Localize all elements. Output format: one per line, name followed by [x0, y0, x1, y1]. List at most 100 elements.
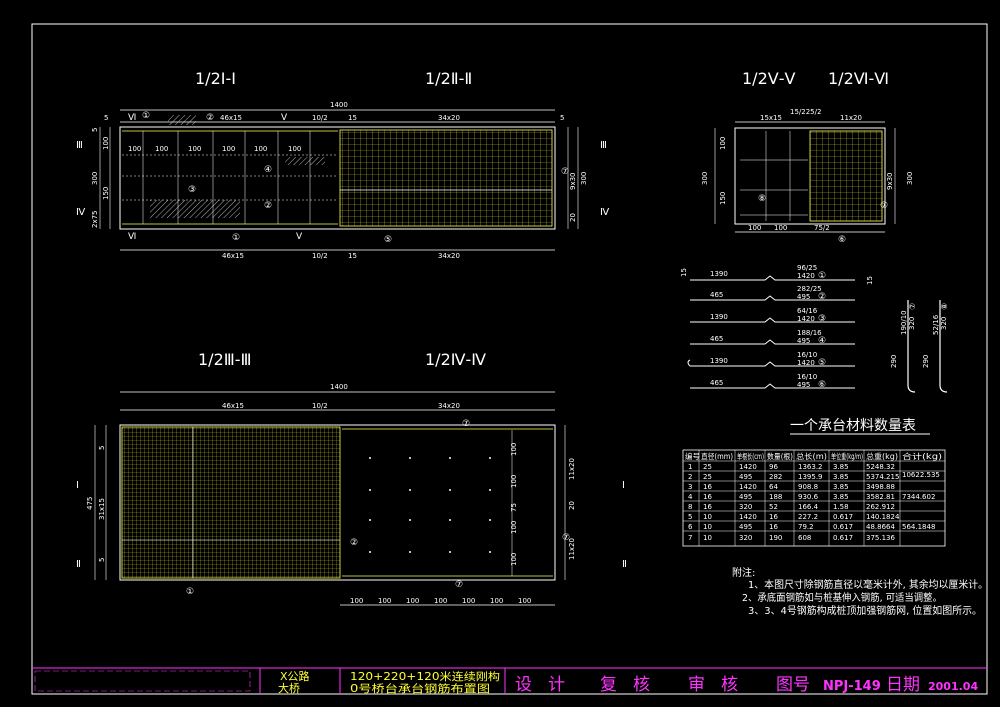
- svg-text:1363.2: 1363.2: [798, 463, 823, 471]
- bar-row-6: 465 16/10 495 ⑥: [690, 373, 855, 390]
- svg-text:52: 52: [769, 503, 778, 511]
- tb-date: 2001.04: [928, 680, 978, 693]
- dim-100-c: 100: [188, 145, 201, 153]
- svg-text:1420: 1420: [739, 483, 757, 491]
- svg-text:1420: 1420: [739, 513, 757, 521]
- dim-100-d: 100: [222, 145, 235, 153]
- svg-text:0.617: 0.617: [833, 534, 853, 542]
- svg-text:140.1824: 140.1824: [866, 513, 900, 521]
- tb-drawing-no: NPJ-149: [823, 679, 881, 694]
- svg-text:10: 10: [703, 513, 712, 521]
- callout-1-b: ①: [186, 587, 194, 597]
- th-3: 数量(根): [767, 451, 793, 461]
- callout-1-bot: ①: [232, 233, 240, 243]
- svg-text:375.136: 375.136: [866, 534, 895, 542]
- svg-text:16/10: 16/10: [797, 373, 817, 381]
- section-title-2: 1/2Ⅱ-Ⅱ: [425, 69, 472, 88]
- dim-20-r: 20: [568, 501, 576, 510]
- dim-31x15: 31x15: [98, 498, 106, 520]
- svg-text:227.2: 227.2: [798, 513, 818, 521]
- svg-text:495: 495: [739, 473, 752, 481]
- mark-V-top: Ⅴ: [281, 113, 288, 123]
- svg-text:5248.32: 5248.32: [866, 463, 895, 471]
- svg-text:3582.81: 3582.81: [866, 493, 895, 501]
- svg-text:3.85: 3.85: [833, 483, 849, 491]
- svg-text:3.85: 3.85: [833, 493, 849, 501]
- dim-34x20-top: 34x20: [438, 114, 460, 122]
- dim-9x30-vr: 9x30: [886, 172, 894, 190]
- dim-300-right: 300: [580, 172, 588, 185]
- th-1: 直径(mm): [701, 451, 733, 461]
- note-1: 1、本图尺寸除钢筋直径以毫米计外, 其余均以厘米计。: [748, 578, 988, 591]
- dim-100-vr: 100: [719, 137, 727, 150]
- dim-34x20-bot: 34x20: [438, 252, 460, 260]
- dim-100-b: 100: [155, 145, 168, 153]
- dim-300-vr-r: 300: [906, 172, 914, 185]
- dim-15-bot: 15: [348, 252, 357, 260]
- table-title: 一个承台材料数量表: [790, 418, 916, 434]
- dim-100-bb1: 100: [350, 597, 363, 605]
- svg-text:1395.9: 1395.9: [798, 473, 823, 481]
- th-5: 单位重(kg/m): [831, 451, 863, 461]
- mark-III-l: Ⅲ: [76, 140, 83, 151]
- tb-road: X公路: [280, 670, 310, 683]
- svg-text:1390: 1390: [710, 313, 728, 321]
- tb-drawing-no-label: 图号: [776, 675, 810, 695]
- tb-line2: 0号桥台承台钢筋布置图: [350, 682, 490, 695]
- svg-text:25: 25: [703, 463, 712, 471]
- dim-34x20-b: 34x20: [438, 402, 460, 410]
- svg-text:⑦: ⑦: [908, 303, 917, 310]
- top-right-view: 1/2Ⅴ-Ⅴ 1/2Ⅵ-Ⅵ 15x15 15/225/2 11x20 100 1…: [701, 69, 914, 245]
- svg-text:188: 188: [769, 493, 782, 501]
- total-1: 10622.535: [902, 471, 940, 479]
- svg-text:52/16: 52/16: [932, 314, 940, 335]
- dim-100-b1: 100: [510, 443, 518, 456]
- callout-6: ⑥: [838, 235, 846, 245]
- svg-text:282/25: 282/25: [797, 285, 822, 293]
- dim-75-2: 75/2: [814, 224, 830, 232]
- tb-recheck: 复核: [600, 675, 650, 695]
- svg-text:16: 16: [703, 483, 712, 491]
- mark-I-r: Ⅰ: [622, 480, 625, 491]
- drawing-border: [31, 23, 988, 695]
- dim-100-bb7: 100: [518, 597, 531, 605]
- bar-row-1: 15 1390 96/25 1420 ① 15: [680, 264, 874, 285]
- bar-row-2: 465 282/25 495 ②: [690, 285, 855, 302]
- section-title-4: 1/2Ⅳ-Ⅳ: [425, 350, 486, 369]
- svg-text:320: 320: [739, 503, 752, 511]
- svg-text:3: 3: [688, 483, 692, 491]
- dim-15-225-2: 15/225/2: [790, 108, 821, 116]
- svg-text:495: 495: [797, 337, 810, 345]
- svg-text:⑤: ⑤: [818, 358, 826, 368]
- tb-bridge: 大桥: [278, 681, 300, 695]
- svg-text:5374.215: 5374.215: [866, 473, 899, 481]
- svg-text:930.6: 930.6: [798, 493, 819, 501]
- svg-text:1: 1: [688, 463, 692, 471]
- callout-3: ③: [188, 185, 196, 195]
- tb-review: 审核: [688, 675, 738, 695]
- pile-points: [369, 457, 491, 553]
- svg-text:16: 16: [703, 503, 712, 511]
- section-title-3: 1/2Ⅲ-Ⅲ: [198, 350, 252, 369]
- callout-7-b-top: ⑦: [462, 419, 470, 429]
- svg-text:2: 2: [688, 473, 692, 481]
- svg-text:262.912: 262.912: [866, 503, 895, 511]
- svg-text:1420: 1420: [797, 315, 815, 323]
- svg-text:495: 495: [739, 523, 752, 531]
- svg-text:465: 465: [710, 379, 723, 387]
- dim-11x20-r-top: 11x20: [568, 458, 576, 480]
- dim-15x15: 15x15: [760, 114, 782, 122]
- notes: 附注: 1、本图尺寸除钢筋直径以毫米计外, 其余均以厘米计。 2、承底面钢筋如与…: [732, 566, 988, 617]
- svg-text:1420: 1420: [797, 272, 815, 280]
- dim-150-vr: 150: [719, 192, 727, 205]
- mark-II-r: Ⅱ: [622, 559, 627, 570]
- dim-300-left: 300: [91, 172, 99, 185]
- th-0: 编号: [685, 451, 700, 461]
- svg-text:320: 320: [940, 317, 948, 330]
- callout-2-mid: ②: [264, 201, 272, 211]
- mark-II-l: Ⅱ: [76, 559, 81, 570]
- svg-text:908.8: 908.8: [798, 483, 818, 491]
- svg-text:290: 290: [890, 355, 898, 368]
- svg-text:1.58: 1.58: [833, 503, 849, 511]
- dim-100-vr-b: 100: [774, 224, 787, 232]
